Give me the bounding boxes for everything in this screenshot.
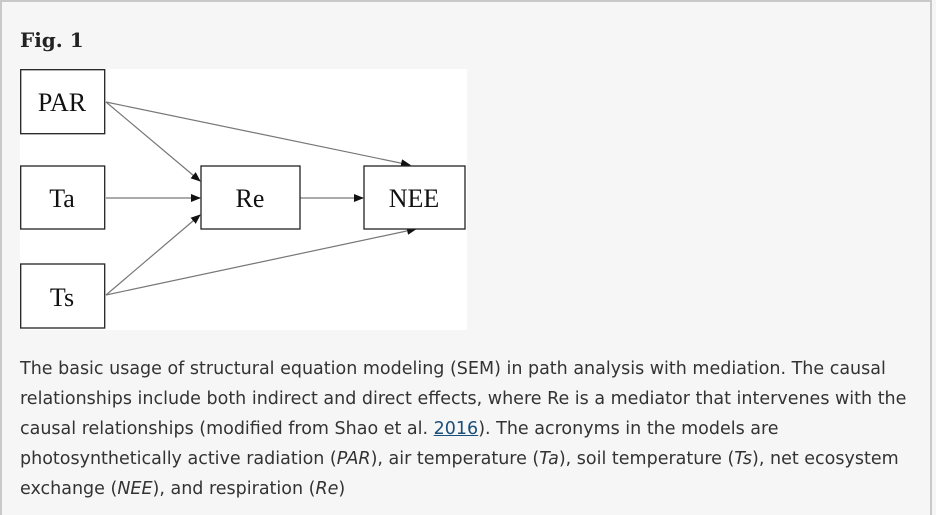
caption-text: ), net ecosystem exchange ( bbox=[20, 449, 899, 499]
node-ts: Ts bbox=[20, 263, 106, 329]
node-re: Re bbox=[200, 165, 301, 230]
caption-text: ), and respiration ( bbox=[152, 479, 316, 499]
caption-text: ), air temperature ( bbox=[370, 449, 540, 469]
edge-par-re bbox=[105, 101, 201, 182]
figure-title: Fig. 1 bbox=[20, 28, 84, 52]
caption-term-re: Re bbox=[315, 479, 339, 499]
node-nee-label: NEE bbox=[389, 184, 440, 213]
figure-caption: The basic usage of structural equation m… bbox=[20, 354, 920, 504]
node-par-label: PAR bbox=[38, 88, 87, 117]
caption-text: ). The acronyms in the models are photos… bbox=[20, 419, 779, 469]
edge-par-nee bbox=[105, 101, 411, 168]
edge-ts-nee bbox=[105, 226, 417, 296]
edge-ts-re bbox=[105, 214, 201, 296]
node-ta-label: Ta bbox=[49, 184, 75, 213]
node-par: PAR bbox=[20, 69, 106, 135]
node-re-label: Re bbox=[236, 184, 265, 213]
caption-text: ) bbox=[338, 479, 346, 499]
caption-term-nee: NEE bbox=[117, 479, 153, 499]
node-ts-label: Ts bbox=[50, 283, 74, 312]
caption-text: ), soil temperature ( bbox=[558, 449, 735, 469]
caption-term-par: PAR bbox=[336, 449, 371, 469]
reference-link-2016[interactable]: 2016 bbox=[433, 419, 479, 439]
caption-term-ts: Ts bbox=[734, 449, 753, 469]
node-nee: NEE bbox=[363, 165, 466, 230]
path-diagram-svg: PAR Ta Ts Re NEE bbox=[20, 69, 466, 329]
caption-text: The basic usage of structural equation m… bbox=[20, 359, 907, 439]
node-ta: Ta bbox=[20, 165, 106, 230]
caption-term-ta: Ta bbox=[539, 449, 559, 469]
path-diagram: PAR Ta Ts Re NEE bbox=[20, 69, 467, 330]
